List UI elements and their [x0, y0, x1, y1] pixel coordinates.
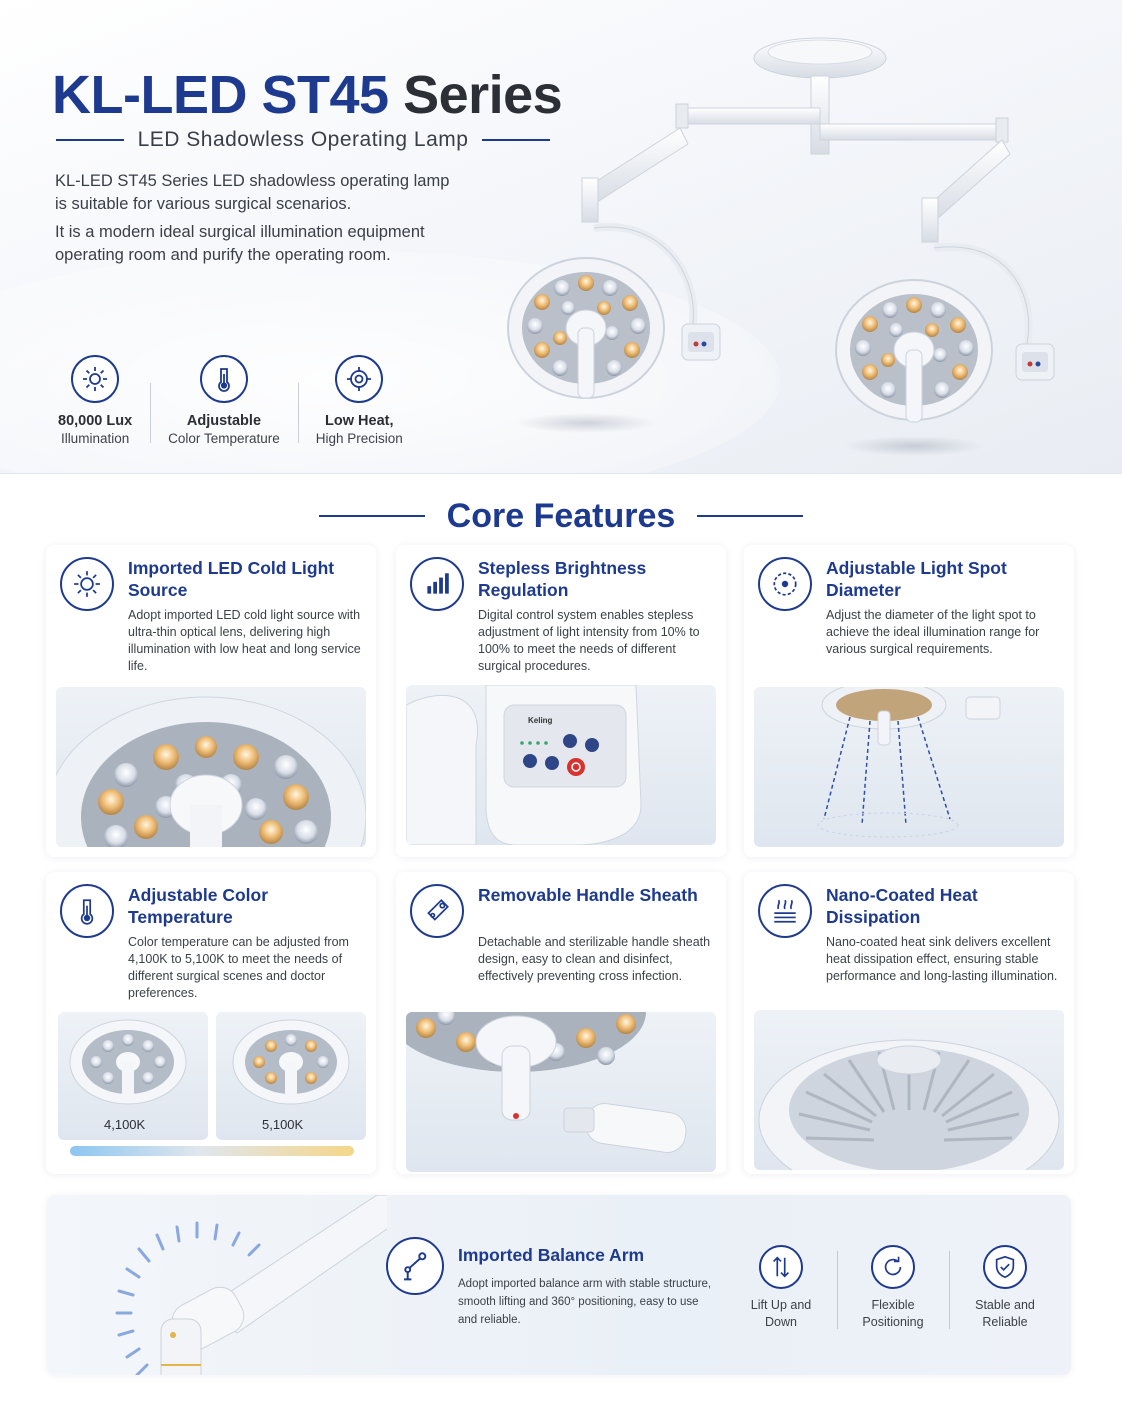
thermometer-icon	[199, 355, 248, 403]
feature-description: Adopt imported LED cold light source wit…	[128, 608, 361, 673]
feature-card-led-light-source: Imported LED Cold Light Source Adopt imp…	[46, 545, 376, 857]
stat-subtitle: Color Temperature	[168, 431, 280, 446]
feature-card-heat-dissipation: Nano-Coated Heat Dissipation Nano-coated…	[744, 872, 1074, 1174]
feature-card-color-temperature: Adjustable Color Temperature Color tempe…	[46, 872, 376, 1174]
temp-label-low: 4,100K	[104, 1117, 146, 1132]
hero-stats: 80,000 Lux Illumination Adjustable Color…	[40, 355, 421, 446]
feature-title: Stepless Brightness Regulation	[478, 558, 647, 600]
feature-description: Digital control system enables stepless …	[478, 608, 700, 673]
balance-arm-title: Imported Balance Arm	[458, 1245, 645, 1265]
stat-stability: Stable and Reliable	[949, 1245, 1061, 1331]
feature-card-spot-diameter: Adjustable Light Spot Diameter Adjust th…	[744, 545, 1074, 857]
stat-label: Stable and Reliable	[975, 1298, 1035, 1329]
temp-sample-4100k: 4,100K	[58, 1012, 208, 1140]
handle-sheath-image	[406, 1012, 716, 1172]
feature-card-brightness: Stepless Brightness Regulation Digital c…	[396, 545, 726, 857]
sun-icon	[60, 557, 114, 611]
temp-sample-5100k: 5,100K	[216, 1012, 366, 1140]
title-series: Series	[403, 65, 563, 125]
light-spot-image	[754, 687, 1064, 847]
stat-low-heat: Low Heat, High Precision	[297, 355, 421, 446]
led-closeup-image	[56, 687, 366, 847]
feature-card-handle-sheath: Removable Handle Sheath Detachable and s…	[396, 872, 726, 1174]
handle-icon	[410, 884, 464, 938]
feature-title: Adjustable Light Spot Diameter	[826, 558, 1007, 600]
title-model: KL-LED ST45	[52, 65, 389, 125]
subtitle-row: LED Shadowless Operating Lamp	[56, 126, 550, 154]
stat-subtitle: High Precision	[315, 431, 403, 446]
thermometer-icon	[60, 884, 114, 938]
heading-divider-left	[318, 515, 425, 517]
temp-label-high: 5,100K	[262, 1117, 304, 1132]
stat-positioning: Flexible Positioning	[837, 1245, 949, 1331]
intro-text: KL-LED ST45 Series LED shadowless operat…	[55, 170, 455, 267]
balance-arm-stats: Lift Up and Down Flexible Positioning St…	[725, 1245, 1061, 1331]
stat-title: Low Heat,	[325, 413, 394, 429]
intro-paragraph-2: It is a modern ideal surgical illuminati…	[55, 223, 425, 264]
balance-arm-section: Imported Balance Arm Adopt imported bala…	[47, 1195, 1071, 1375]
feature-title: Adjustable Color Temperature	[128, 885, 269, 927]
page-subtitle: LED Shadowless Operating Lamp	[137, 128, 469, 151]
stat-title: Adjustable	[186, 413, 262, 429]
heat-sink-image	[754, 1010, 1064, 1170]
page-title: KL-LED ST45 Series	[52, 64, 563, 126]
bar-chart-icon	[410, 557, 464, 611]
core-features-heading: Core Features	[0, 492, 1122, 540]
divider-right	[482, 139, 550, 141]
product-lamp-illustration	[507, 37, 1055, 456]
stat-color-temperature: Adjustable Color Temperature	[150, 355, 298, 446]
heat-icon	[758, 884, 812, 938]
temp-gradient-bar	[70, 1146, 354, 1156]
control-panel-image: Keling	[406, 685, 716, 845]
spot-icon	[758, 557, 812, 611]
feature-description: Adjust the diameter of the light spot to…	[826, 608, 1040, 656]
section-title: Core Features	[446, 496, 676, 535]
stat-lift: Lift Up and Down	[725, 1245, 837, 1331]
stat-subtitle: Illumination	[60, 431, 130, 446]
feature-description: Detachable and sterilizable handle sheat…	[478, 935, 711, 983]
temp-comparison: 4,100K 5,100K	[58, 1012, 366, 1162]
heading-divider-right	[697, 515, 804, 517]
divider-left	[56, 139, 124, 141]
balance-arm-icon	[386, 1237, 444, 1295]
stat-label: Flexible Positioning	[862, 1298, 924, 1329]
balance-arm-illustration	[115, 1195, 387, 1375]
stat-title: 80,000 Lux	[58, 413, 133, 429]
intro-paragraph-1: KL-LED ST45 Series LED shadowless operat…	[55, 172, 450, 213]
shield-check-icon	[983, 1245, 1027, 1289]
feature-title: Nano-Coated Heat Dissipation	[826, 885, 978, 927]
feature-title: Imported LED Cold Light Source	[128, 558, 335, 600]
up-down-arrows-icon	[759, 1245, 803, 1289]
feature-description: Nano-coated heat sink delivers excellent…	[826, 935, 1058, 983]
target-icon	[335, 355, 384, 403]
feature-title: Removable Handle Sheath	[478, 885, 698, 905]
hero-section: KL-LED ST45 Series LED Shadowless Operat…	[0, 0, 1122, 474]
feature-description: Color temperature can be adjusted from 4…	[128, 935, 349, 1000]
sun-icon	[71, 355, 120, 403]
panel-brand: Keling	[528, 716, 553, 725]
balance-arm-description: Adopt imported balance arm with stable s…	[458, 1278, 712, 1326]
stat-label: Lift Up and Down	[750, 1298, 812, 1329]
rotate-icon	[871, 1245, 915, 1289]
stat-illumination: 80,000 Lux Illumination	[40, 355, 150, 446]
